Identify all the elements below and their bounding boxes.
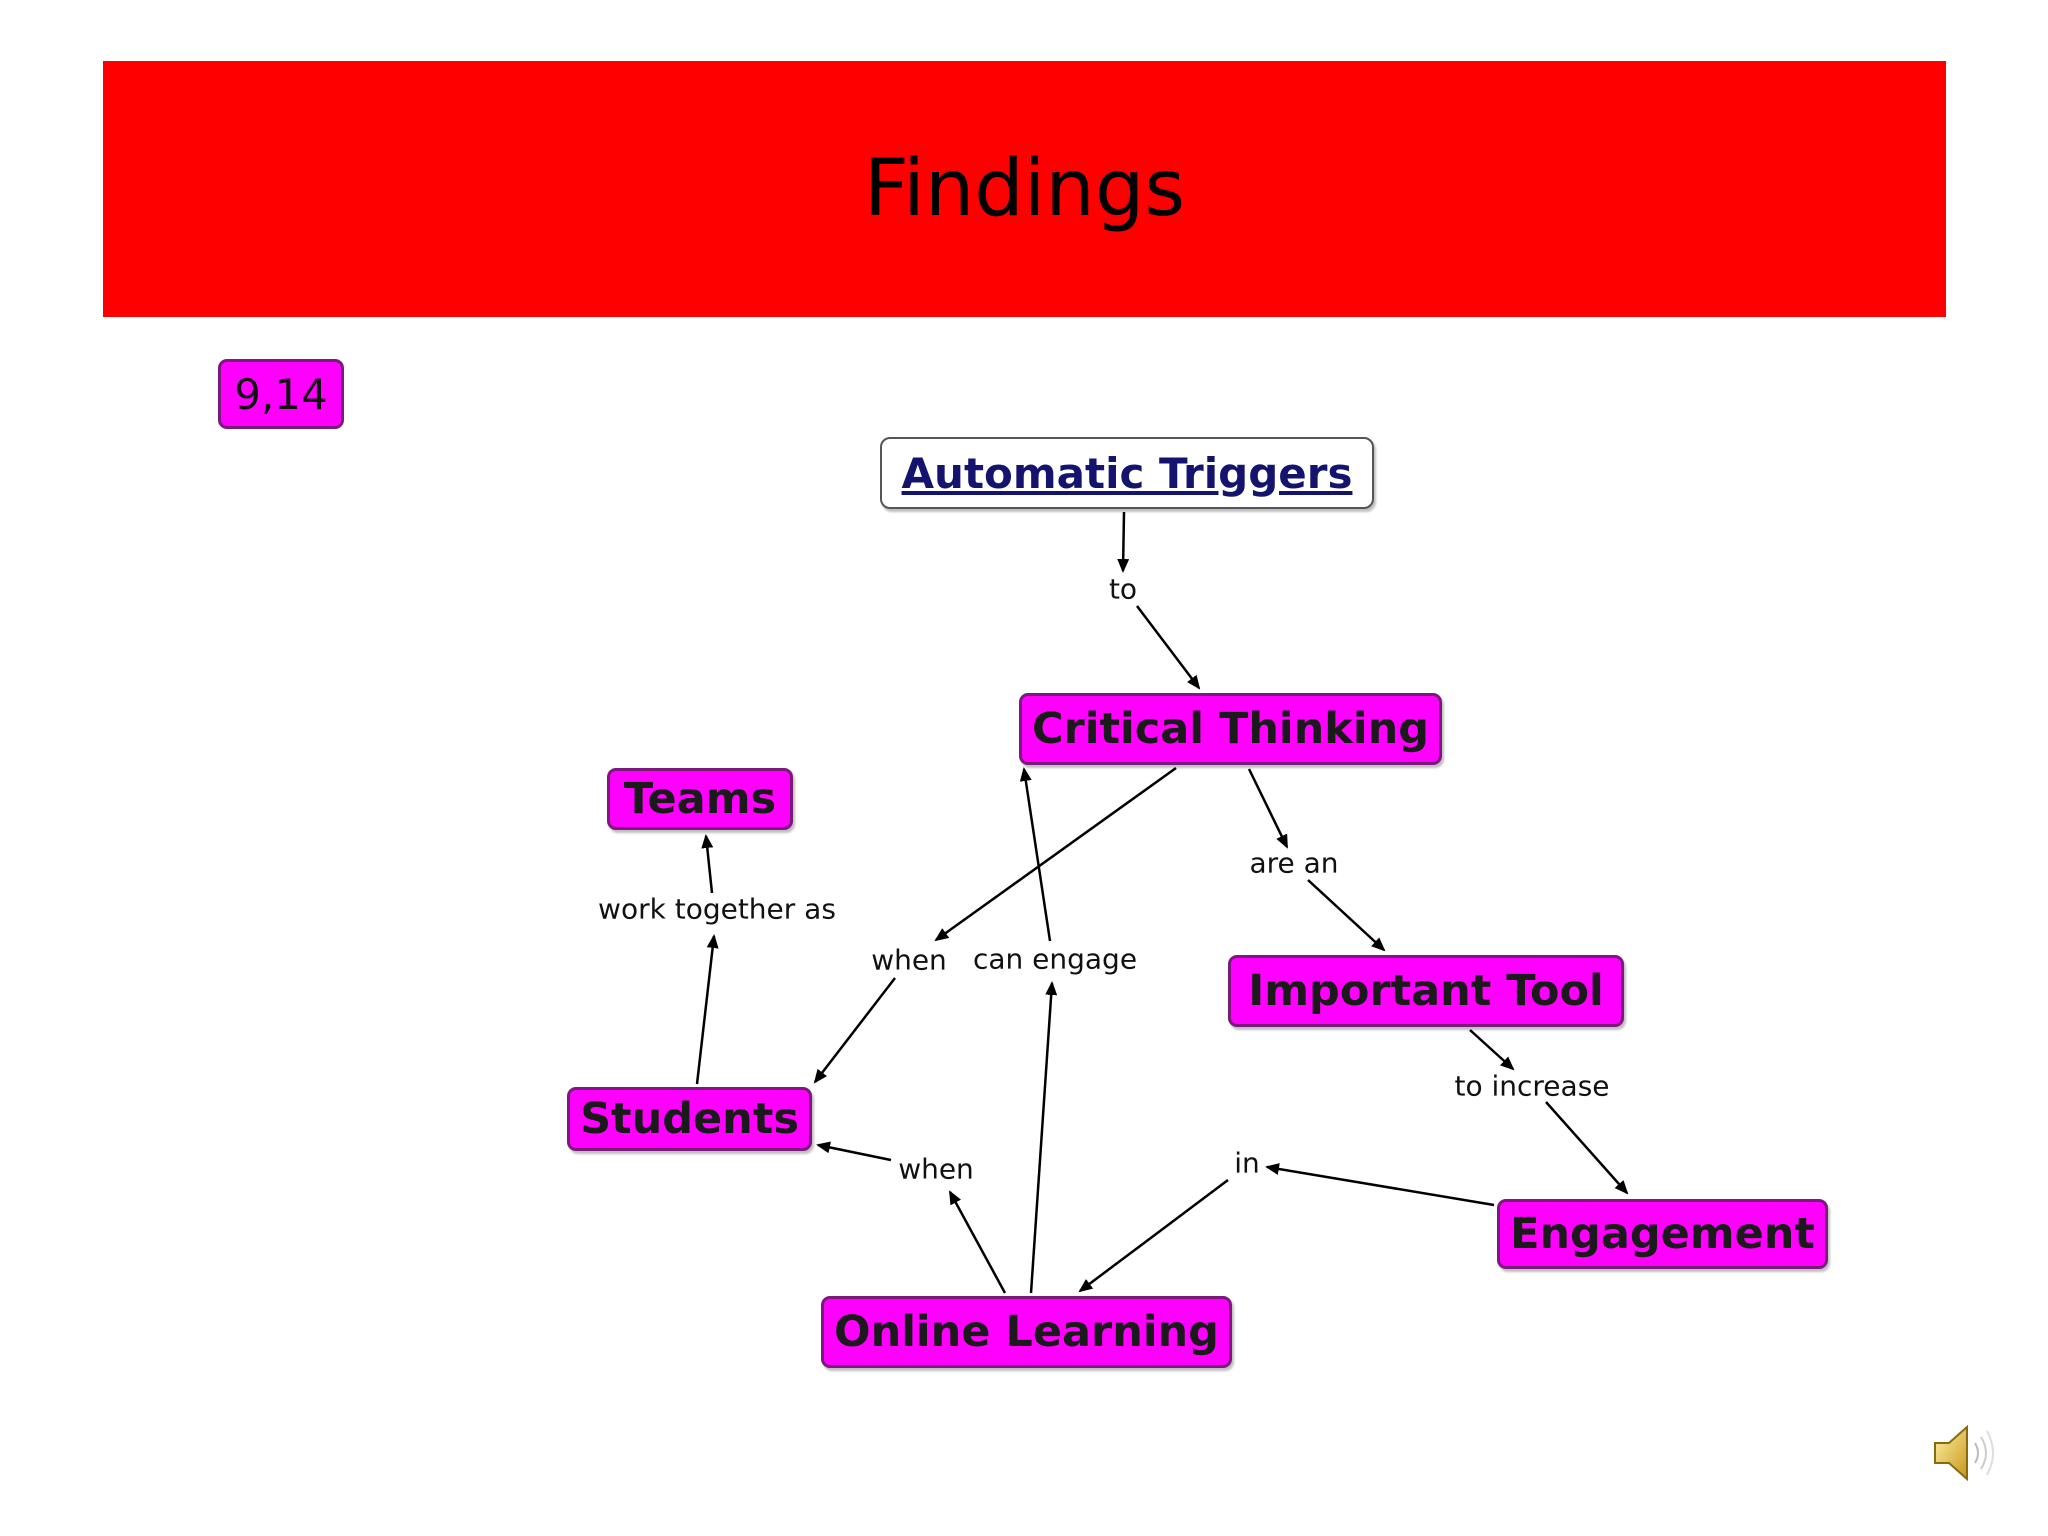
link-label-to: to [1108, 572, 1138, 606]
edge-critical-thinking-to-are-an [1247, 768, 1289, 849]
concept-critical-thinking[interactable]: Critical Thinking [1019, 693, 1442, 765]
edge-students-to-work-together-as [695, 934, 719, 1085]
edge-important-tool-to-to-increase [1469, 1029, 1515, 1071]
edge-engagement-to-in [1265, 1163, 1495, 1207]
link-label-to-increase: to increase [1454, 1069, 1610, 1103]
link-label-in: in [1234, 1146, 1260, 1180]
edge-are-an-to-important-tool [1307, 879, 1386, 952]
edge-automatic-triggers-to-to [1117, 511, 1130, 573]
edge-work-together-as-to-teams [701, 834, 714, 894]
concept-engagement[interactable]: Engagement [1497, 1199, 1828, 1269]
edge-online-learning-to-can-engage [1029, 981, 1058, 1294]
link-label-can-engage: can engage [972, 942, 1138, 976]
edge-online-learning-to-when-ol [948, 1190, 1007, 1294]
edge-to-to-critical-thinking [1136, 605, 1201, 690]
speaker-icon[interactable] [1929, 1421, 1999, 1485]
edge-can-engage-to-critical-thinking [1019, 767, 1052, 942]
title-banner: Findings [103, 61, 1946, 317]
concept-important-tool[interactable]: Important Tool [1228, 955, 1624, 1027]
concept-automatic-triggers[interactable]: Automatic Triggers [880, 437, 1374, 509]
concept-teams[interactable]: Teams [607, 768, 793, 830]
link-label-when-online-learning: when [898, 1152, 974, 1186]
page-reference-badge: 9,14 [218, 359, 344, 429]
edge-when-ol-to-students [816, 1141, 892, 1162]
link-label-when-critical-thinking: when [871, 943, 947, 977]
link-label-are-an: are an [1249, 846, 1339, 880]
edge-in-to-online-learning [1078, 1179, 1229, 1293]
edge-critical-thinking-to-when-ct [934, 766, 1177, 942]
link-label-work-together-as: work together as [598, 892, 836, 926]
concept-students[interactable]: Students [567, 1087, 812, 1151]
edge-to-increase-to-engagement [1545, 1101, 1629, 1195]
edge-when-ct-to-students [813, 977, 896, 1084]
slide-title: Findings [863, 144, 1186, 234]
concept-online-learning[interactable]: Online Learning [821, 1296, 1232, 1368]
